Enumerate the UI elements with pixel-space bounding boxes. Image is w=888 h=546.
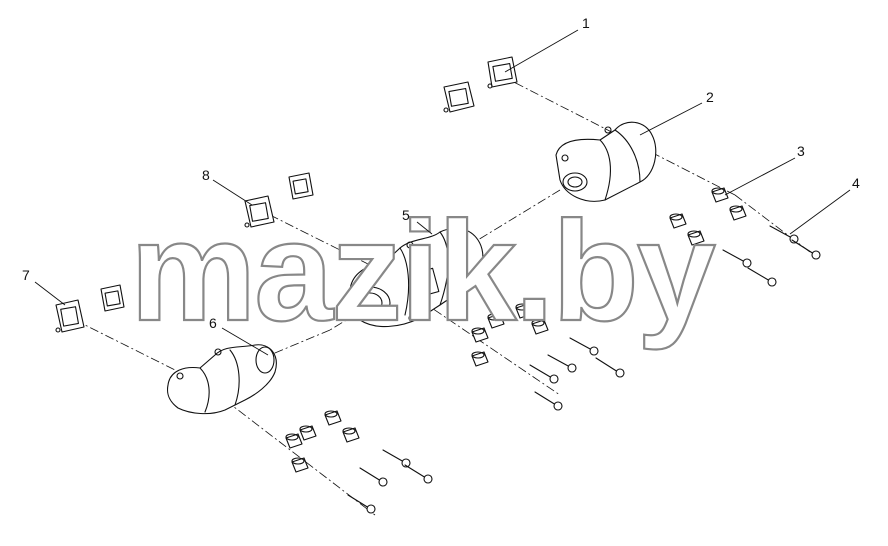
callout-8: 8 bbox=[202, 167, 210, 183]
callout-5: 5 bbox=[402, 207, 410, 223]
part-6-manifold-section bbox=[166, 344, 277, 415]
callout-2: 2 bbox=[706, 89, 714, 105]
part-8-gaskets bbox=[244, 172, 314, 228]
part-1-gaskets bbox=[443, 56, 518, 113]
callout-6: 6 bbox=[209, 315, 217, 331]
watermark-text: mazik.by bbox=[130, 192, 716, 351]
callout-4: 4 bbox=[852, 175, 860, 191]
callout-1: 1 bbox=[582, 15, 590, 31]
part-4-bolts bbox=[347, 225, 821, 514]
callout-3: 3 bbox=[797, 143, 805, 159]
part-7-gaskets bbox=[55, 284, 125, 333]
part-2-manifold-section bbox=[555, 121, 657, 202]
part-3-sleeves bbox=[285, 187, 747, 473]
leader-lines bbox=[34, 29, 851, 356]
callout-7: 7 bbox=[22, 267, 30, 283]
part-5-manifold-section bbox=[348, 227, 484, 328]
